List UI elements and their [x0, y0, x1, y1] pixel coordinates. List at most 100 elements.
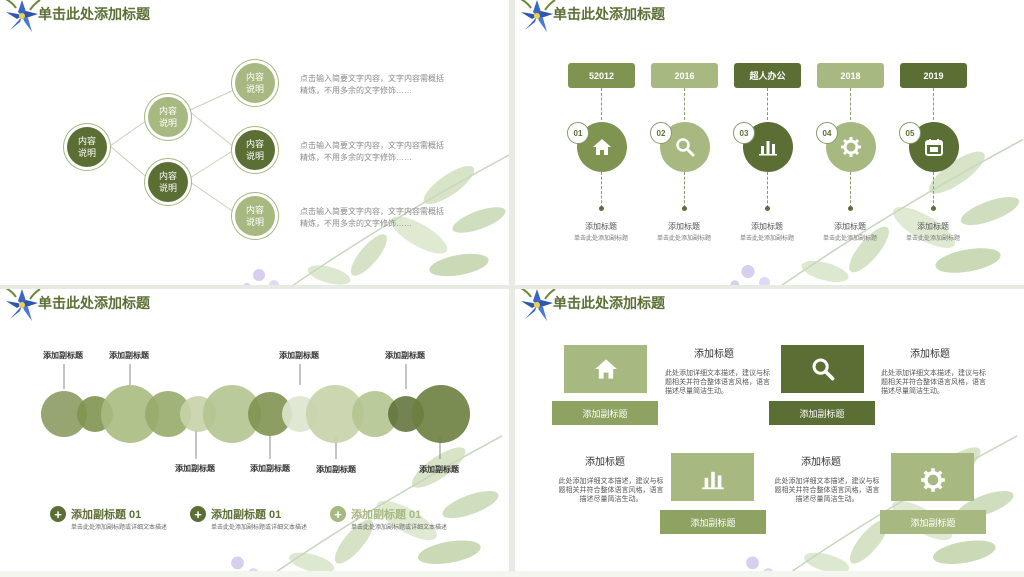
step-number: 05: [899, 122, 921, 144]
step-title[interactable]: 添加标题: [834, 222, 866, 231]
step-label[interactable]: 52012: [568, 63, 635, 88]
bubble-label[interactable]: 添加副标题: [419, 465, 459, 474]
card-label[interactable]: 添加副标题: [660, 510, 766, 534]
slide-title[interactable]: 单击此处添加标题: [38, 295, 150, 311]
connector-dot: [765, 206, 770, 211]
bubble-label[interactable]: 添加副标题: [279, 351, 319, 360]
slide-title[interactable]: 单击此处添加标题: [553, 295, 665, 311]
gear-icon[interactable]: [826, 122, 876, 172]
card-heading[interactable]: 添加标题: [910, 349, 950, 360]
bubble-label[interactable]: 添加副标题: [385, 351, 425, 360]
connector-line: [601, 88, 602, 120]
step-description[interactable]: 单击此处添加副标题: [739, 236, 794, 242]
description-text[interactable]: 点击输入简要文字内容，文字内容需概括精炼，不用多余的文字修饰……: [300, 141, 444, 162]
connector-dot: [848, 206, 853, 211]
card-description[interactable]: 此处添加详细文本描述，建议与标题相关并符合整体语言风格，语言描述尽量简洁生动。: [558, 478, 664, 503]
content-node[interactable]: 内容说明: [235, 196, 275, 236]
step-label[interactable]: 2019: [900, 63, 967, 88]
slide-title[interactable]: 单击此处添加标题: [38, 6, 150, 22]
card-description[interactable]: 此处添加详细文本描述，建议与标题相关并符合整体语言风格，语言描述尽量简洁生动。: [665, 370, 770, 395]
bar-chart-icon: [702, 471, 724, 490]
connector-line: [684, 88, 685, 120]
connector-line: [684, 172, 685, 208]
connector-line: [601, 172, 602, 208]
card-description[interactable]: 此处添加详细文本描述，建议与标题相关并符合整体语言风格，语言描述尽量简洁生动。: [774, 478, 880, 503]
legend-item[interactable]: + 添加副标题 01: [190, 506, 281, 522]
content-node[interactable]: 内容说明: [67, 127, 107, 167]
connector-dot: [682, 206, 687, 211]
step-description[interactable]: 单击此处添加副标题: [905, 236, 960, 242]
plus-icon: +: [330, 506, 346, 522]
connector-line: [767, 172, 768, 208]
connector-line: [933, 172, 934, 208]
legend-description: 单击此处添加副标题或详细文本描述: [71, 525, 168, 531]
card-top[interactable]: [781, 345, 864, 393]
card-label[interactable]: 添加副标题: [880, 510, 986, 534]
node-label: 内容说明: [245, 205, 264, 227]
legend-item[interactable]: + 添加副标题 01: [50, 506, 141, 522]
node-label: 内容说明: [245, 72, 264, 94]
node-label: 内容说明: [158, 106, 177, 128]
card-top[interactable]: [891, 453, 974, 501]
home-icon: [595, 359, 617, 379]
card-label[interactable]: 添加副标题: [769, 401, 875, 425]
search-icon: [812, 358, 835, 381]
bubble-chain: [41, 364, 470, 459]
flower-icon: [518, 289, 556, 322]
description-text[interactable]: 点击输入简要文字内容，文字内容需概括精炼，不用多余的文字修饰……: [300, 207, 444, 228]
step-description[interactable]: 单击此处添加副标题: [656, 236, 711, 242]
bubble-label[interactable]: 添加副标题: [316, 465, 356, 474]
step-number: 01: [567, 122, 589, 144]
slide-title[interactable]: 单击此处添加标题: [553, 6, 665, 22]
step-title[interactable]: 添加标题: [751, 222, 783, 231]
card-description[interactable]: 此处添加详细文本描述，建议与标题相关并符合整体语言风格，语言描述尽量简洁生动。: [881, 370, 986, 395]
bubble-label[interactable]: 添加副标题: [250, 464, 290, 473]
slide-1[interactable]: 单击此处添加标题 内容说明 内容说明 内容说明 内容说明 内容说明 内容说明 点…: [0, 0, 509, 285]
content-node[interactable]: 内容说明: [148, 162, 188, 202]
step-number: 03: [733, 122, 755, 144]
connector-line: [850, 172, 851, 208]
next-row-peek: [0, 571, 1024, 577]
legend-title: 添加副标题 01: [211, 509, 282, 521]
flower-icon: [518, 0, 556, 33]
bubble-label[interactable]: 添加副标题: [109, 351, 149, 360]
step-label[interactable]: 2016: [651, 63, 718, 88]
connector-line: [850, 88, 851, 120]
content-node[interactable]: 内容说明: [148, 97, 188, 137]
legend-title: 添加副标题 01: [351, 509, 422, 521]
step-description[interactable]: 单击此处添加副标题: [822, 236, 877, 242]
step-label[interactable]: 超人办公: [734, 63, 801, 88]
content-node[interactable]: 内容说明: [235, 63, 275, 103]
connector-line: [933, 88, 934, 120]
connector-dot: [931, 206, 936, 211]
card-label[interactable]: 添加副标题: [552, 401, 658, 425]
description-text[interactable]: 点击输入简要文字内容，文字内容需概括精炼，不用多余的文字修饰……: [300, 74, 444, 95]
plus-icon: +: [50, 506, 66, 522]
card-heading[interactable]: 添加标题: [694, 349, 734, 360]
step-title[interactable]: 添加标题: [668, 222, 700, 231]
node-label: 内容说明: [77, 136, 96, 158]
step-title[interactable]: 添加标题: [585, 222, 617, 231]
slide-4[interactable]: 单击此处添加标题 添加副标题 添加标题 此处添加详细文本描述，建议与标题相关并符…: [515, 289, 1024, 574]
step-label[interactable]: 2018: [817, 63, 884, 88]
node-label: 内容说明: [245, 139, 264, 161]
card-heading[interactable]: 添加标题: [801, 457, 841, 468]
step-title[interactable]: 添加标题: [917, 222, 949, 231]
step-number: 04: [816, 122, 838, 144]
bubble-label[interactable]: 添加副标题: [43, 351, 83, 360]
legend-item[interactable]: + 添加副标题 01: [330, 506, 421, 522]
legend-description: 单击此处添加副标题或详细文本描述: [351, 525, 448, 531]
node-label: 内容说明: [158, 171, 177, 193]
content-node[interactable]: 内容说明: [235, 130, 275, 170]
legend-title: 添加副标题 01: [71, 509, 142, 521]
bubble-label[interactable]: 添加副标题: [175, 464, 215, 473]
slide-2[interactable]: 单击此处添加标题 52012 01 添加标题 单击此处添加副标题 2016 02…: [515, 0, 1024, 285]
card-heading[interactable]: 添加标题: [585, 457, 625, 468]
slide-3[interactable]: 单击此处添加标题 添加副标题 添加副标题 添加: [0, 289, 509, 574]
legend-description: 单击此处添加副标题或详细文本描述: [211, 525, 308, 531]
gear-icon: [921, 468, 945, 492]
connector-line: [767, 88, 768, 120]
step-description[interactable]: 单击此处添加副标题: [573, 236, 628, 242]
connector-dot: [599, 206, 604, 211]
plus-icon: +: [190, 506, 206, 522]
